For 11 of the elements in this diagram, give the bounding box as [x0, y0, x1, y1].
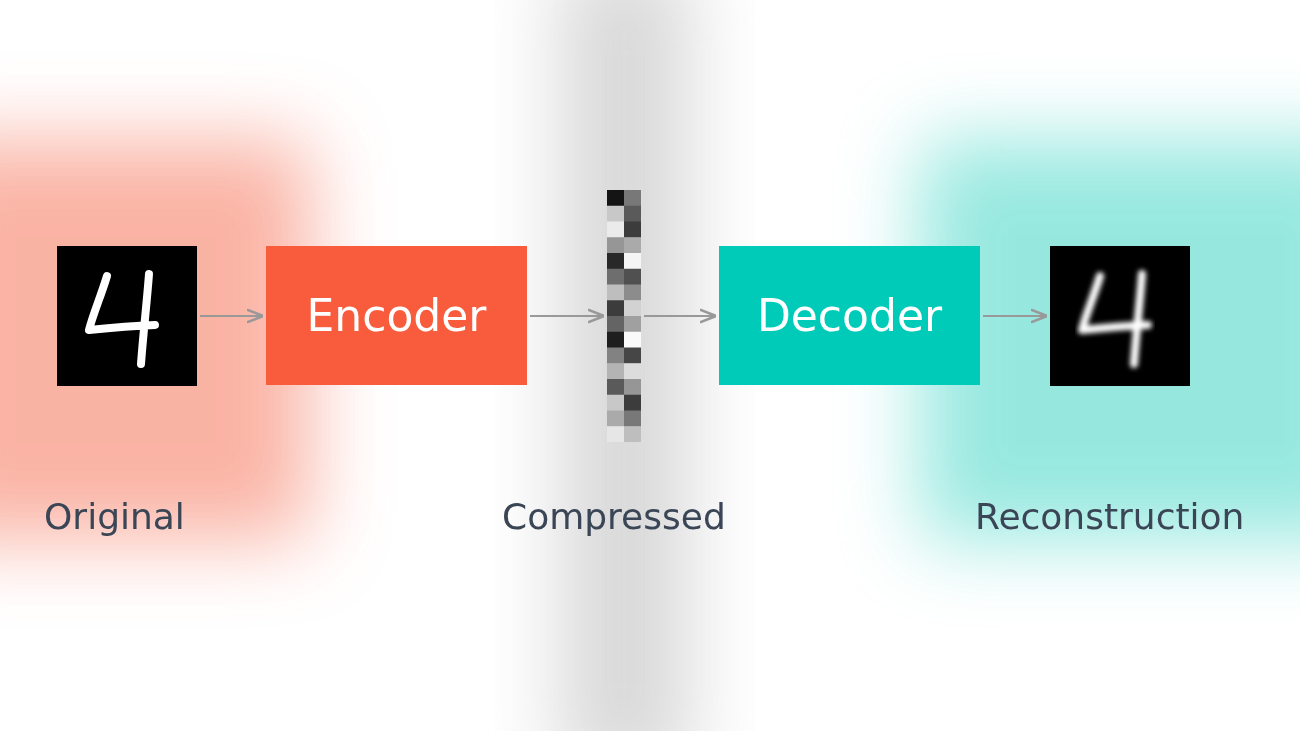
node-label: Reconstruction	[975, 495, 1245, 539]
box-label: Encoder	[306, 290, 487, 341]
node-label: Original	[44, 495, 185, 539]
node-label: Compressed	[502, 495, 726, 539]
arrow	[199, 308, 265, 324]
arrow	[529, 308, 606, 324]
encoder-box	[266, 246, 527, 385]
arrow	[982, 308, 1049, 324]
arrow	[643, 308, 718, 324]
box-label: Decoder	[756, 290, 943, 341]
decoder-box	[719, 246, 980, 385]
